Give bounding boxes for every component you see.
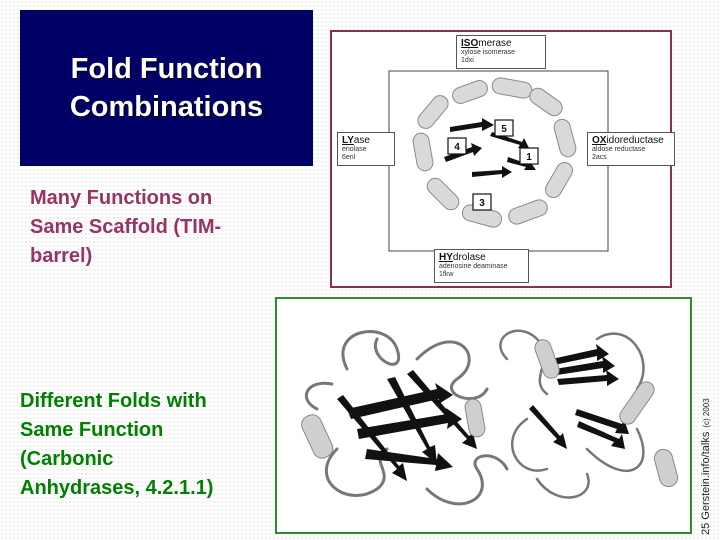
- isomerase-label: ISOmerase xylose isomerase 1dxi: [456, 35, 546, 69]
- label-suffix: idoreductase: [606, 135, 664, 146]
- caption-line: Anhydrases, 4.2.1.1): [20, 477, 214, 499]
- pdb-code: 1fkw: [439, 271, 454, 278]
- footer-copyright: (c) 2003: [702, 398, 711, 428]
- strand-label: 1: [526, 152, 532, 163]
- footer-text: 25 Gerstein.info/talks: [700, 431, 712, 535]
- label-prefix: ISO: [461, 38, 479, 49]
- caption-line: Same Function: [20, 419, 164, 441]
- caption-carbonic-anhydrases: Different Folds with Same Function (Carb…: [20, 387, 270, 503]
- label-prefix: HY: [439, 252, 453, 263]
- pdb-code: 2acs: [592, 154, 607, 161]
- caption-line: Same Scaffold (TIM-: [30, 216, 222, 238]
- strand-label: 4: [454, 142, 460, 153]
- strand-label: 5: [501, 124, 507, 135]
- hydrolase-label: HYdrolase adenosine deaminase 1fkw: [434, 249, 529, 283]
- enzyme-name: enolase: [342, 146, 367, 153]
- strand-label: 3: [479, 198, 485, 209]
- title-line-1: Fold Function: [70, 53, 263, 85]
- label-suffix: merase: [478, 38, 512, 49]
- protein-structures-illustration: [301, 329, 679, 506]
- enzyme-name: xylose isomerase: [461, 49, 516, 56]
- caption-line: (Carbonic: [20, 448, 114, 470]
- tim-barrel-figure: 5 4 1 3 ISOmerase xylose isomerase 1dxi …: [330, 30, 675, 288]
- carbonic-anhydrase-figure: [275, 297, 692, 534]
- pdb-code: 1dxi: [461, 57, 474, 64]
- title-line-2: Combinations: [69, 91, 264, 123]
- lyase-label: LYase enolase 6enl: [337, 132, 395, 166]
- title-box: Fold Function Combinations: [20, 10, 313, 166]
- caption-line: barrel): [30, 245, 93, 267]
- slide-title: Fold Function Combinations: [70, 50, 263, 126]
- slide-footer: 25 Gerstein.info/talks (c) 2003: [700, 398, 712, 535]
- label-prefix: LY: [342, 135, 354, 146]
- caption-tim-barrel: Many Functions on Same Scaffold (TIM- ba…: [30, 184, 280, 271]
- enzyme-name: aldose reductase: [592, 146, 646, 153]
- label-suffix: ase: [353, 135, 370, 146]
- pdb-code: 6enl: [342, 154, 356, 161]
- oxidoreductase-label: OXidoreductase aldose reductase 2acs: [587, 132, 675, 166]
- tim-barrel-illustration: 5 4 1 3: [388, 70, 609, 252]
- label-prefix: OX: [592, 135, 607, 146]
- label-suffix: drolase: [452, 252, 486, 263]
- caption-line: Different Folds with: [20, 390, 207, 412]
- caption-line: Many Functions on: [30, 187, 213, 209]
- enzyme-name: adenosine deaminase: [439, 263, 508, 270]
